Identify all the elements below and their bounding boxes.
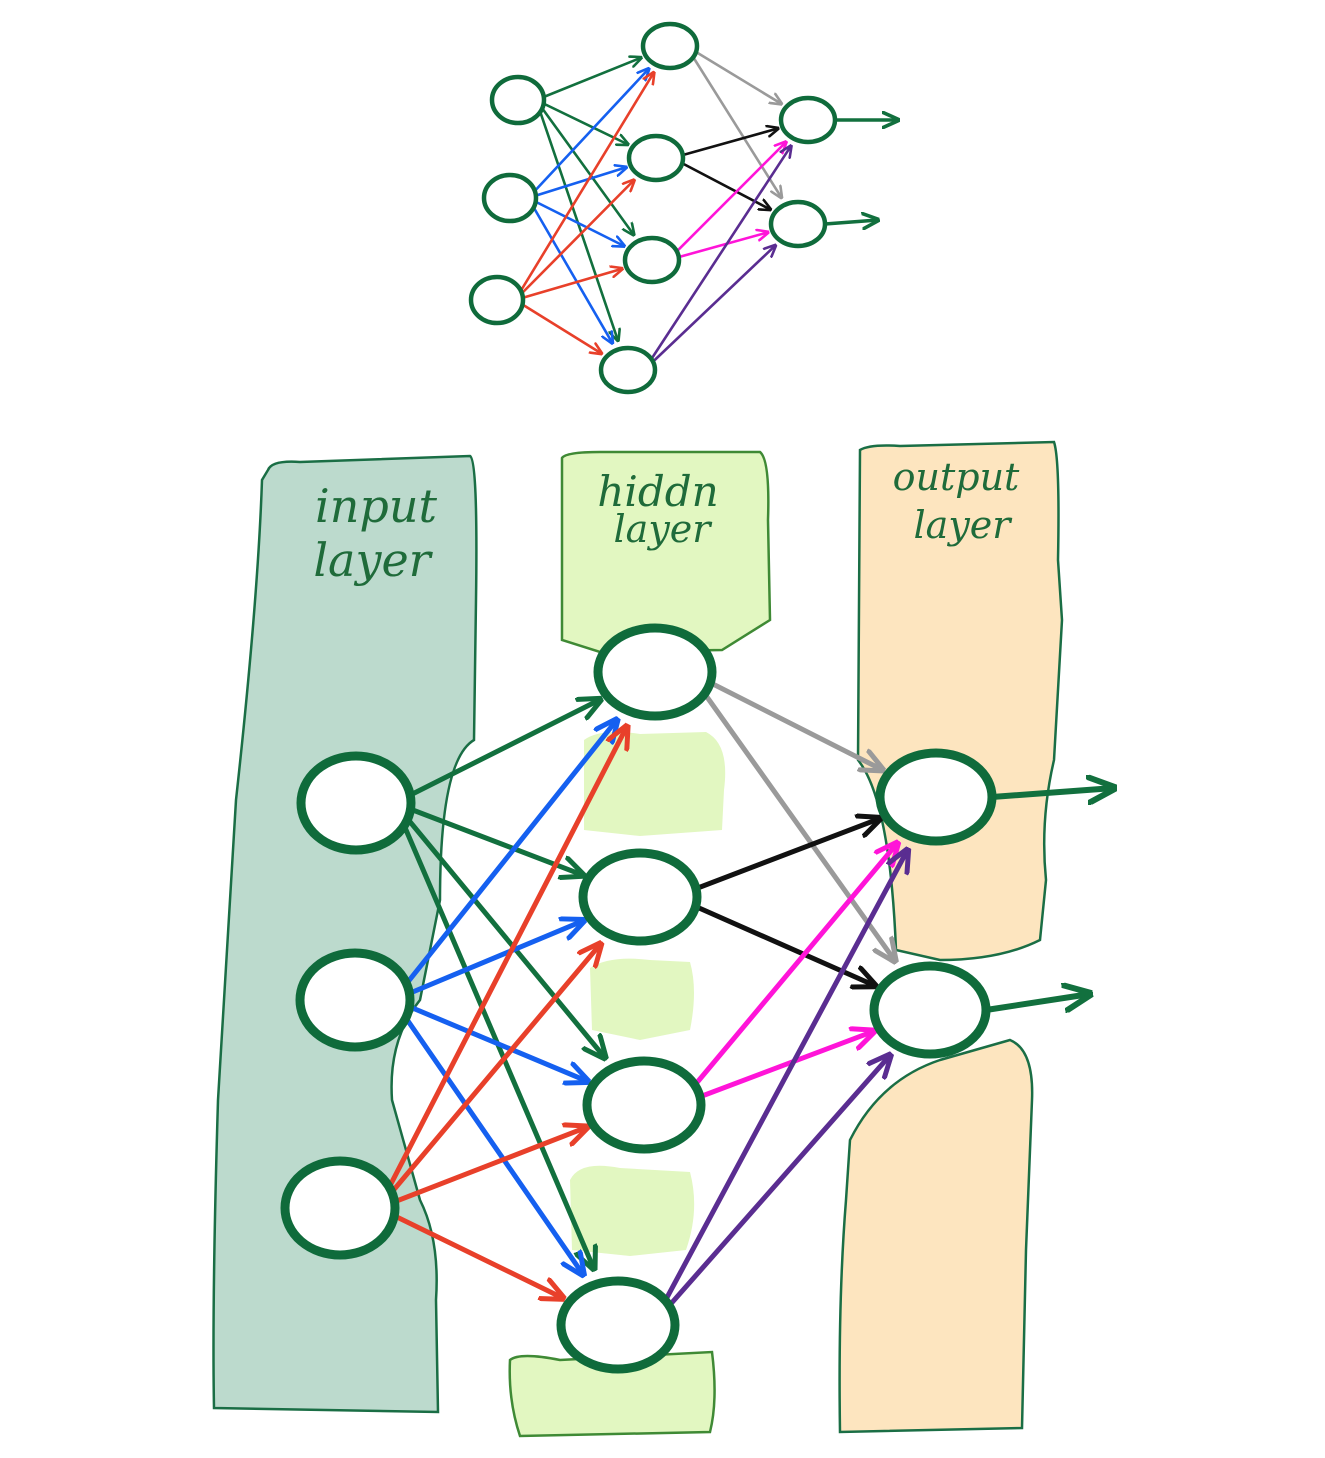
small-edge-input1-hidden1 (534, 58, 641, 102)
small-edge-input2-hidden2 (526, 167, 626, 200)
hidden-layer-band-mid2 (590, 958, 694, 1040)
large-input-node-2 (295, 948, 415, 1052)
hidden-layer-label-line2: layer (614, 507, 714, 551)
small-edge-input2-hidden3 (526, 196, 624, 246)
large-hidden-node-3 (582, 1056, 706, 1154)
small-network-edges (513, 44, 900, 372)
small-input-node-3 (468, 274, 526, 326)
large-edge-hidden1-output2 (686, 669, 895, 961)
large-output-arrow-2 (983, 994, 1090, 1013)
large-edge-hidden4-output1 (649, 850, 907, 1328)
large-output-node-1 (875, 748, 997, 846)
large-edge-input2-hidden3 (391, 997, 588, 1081)
output-layer-label-line2: layer (914, 503, 1014, 547)
large-edge-input2-hidden1 (391, 720, 617, 1003)
layer-bands (212, 440, 1064, 1438)
small-hidden-node-2 (626, 133, 686, 183)
small-edge-hidden4-output2 (642, 245, 775, 372)
output-layer-band-bottom (838, 1038, 1034, 1434)
large-edge-input1-hidden2 (392, 800, 584, 875)
large-edge-hidden2-output1 (671, 818, 880, 900)
small-hidden-node-1 (640, 21, 700, 71)
large-edge-hidden4-output2 (649, 1055, 890, 1328)
small-edge-hidden2-output1 (670, 128, 778, 160)
large-output-node-2 (869, 961, 991, 1059)
hidden-layer-band-mid3 (570, 1165, 695, 1256)
small-hidden-node-4 (598, 345, 658, 395)
layer-labels: input layer hiddn layer output layer (313, 455, 1020, 587)
small-output-node-2 (768, 199, 828, 249)
large-edge-hidden3-output1 (675, 843, 897, 1108)
large-network-edges (376, 669, 1115, 1328)
small-edge-hidden1-output2 (684, 44, 781, 198)
large-edge-input3-hidden1 (376, 726, 628, 1211)
large-edge-input3-hidden2 (376, 944, 601, 1211)
small-edge-hidden3-output1 (666, 142, 786, 262)
hidden-layer-band-mid1 (584, 732, 726, 836)
large-hidden-node-2 (578, 848, 702, 946)
small-input-node-2 (481, 172, 539, 224)
small-edge-input2-hidden4 (526, 196, 612, 343)
large-input-node-1 (296, 751, 416, 855)
hidden-layer-band-bottom (508, 1350, 716, 1438)
large-edge-input1-hidden1 (392, 699, 601, 806)
large-output-arrow-1 (989, 788, 1114, 797)
small-edge-input1-hidden3 (534, 98, 634, 235)
input-layer-label-line1: input (315, 479, 437, 533)
large-hidden-node-1 (593, 623, 717, 721)
small-network-nodes (468, 21, 838, 395)
large-input-node-3 (280, 1156, 400, 1260)
output-layer-label-line1: output (893, 455, 1020, 499)
hidden-layer-label-line1: hiddn (597, 467, 718, 516)
small-edge-hidden4-output1 (642, 146, 791, 372)
large-edge-input3-hidden4 (376, 1205, 564, 1298)
small-edge-input1-hidden2 (534, 98, 628, 144)
small-network (468, 21, 900, 395)
large-edge-hidden3-output2 (675, 1031, 874, 1108)
large-edge-input1-hidden4 (392, 800, 594, 1269)
large-edge-hidden1-output1 (686, 669, 882, 770)
small-edge-input3-hidden4 (513, 298, 601, 354)
input-layer-band (212, 454, 478, 1414)
large-edge-input1-hidden3 (392, 800, 606, 1058)
small-input-node-1 (489, 74, 547, 126)
large-edge-input2-hidden2 (391, 921, 584, 1003)
small-hidden-node-3 (622, 235, 682, 285)
hidden-layer-band-top (560, 450, 772, 654)
small-edge-hidden3-output2 (666, 232, 768, 262)
input-layer-label-line2: layer (313, 533, 433, 587)
large-edge-hidden2-output2 (671, 894, 875, 986)
small-edge-input1-hidden4 (534, 98, 618, 341)
small-edge-hidden1-output1 (684, 44, 781, 104)
large-edge-input3-hidden3 (376, 1127, 588, 1211)
small-edge-input3-hidden2 (513, 180, 634, 302)
large-network-nodes (280, 623, 997, 1374)
large-edge-input2-hidden4 (391, 997, 584, 1275)
small-edge-input3-hidden1 (513, 72, 654, 302)
small-edge-input3-hidden3 (513, 269, 622, 302)
small-output-arrow-2 (823, 220, 878, 224)
small-edge-input2-hidden1 (526, 69, 649, 200)
small-output-node-1 (778, 95, 838, 145)
large-hidden-node-4 (556, 1276, 680, 1374)
